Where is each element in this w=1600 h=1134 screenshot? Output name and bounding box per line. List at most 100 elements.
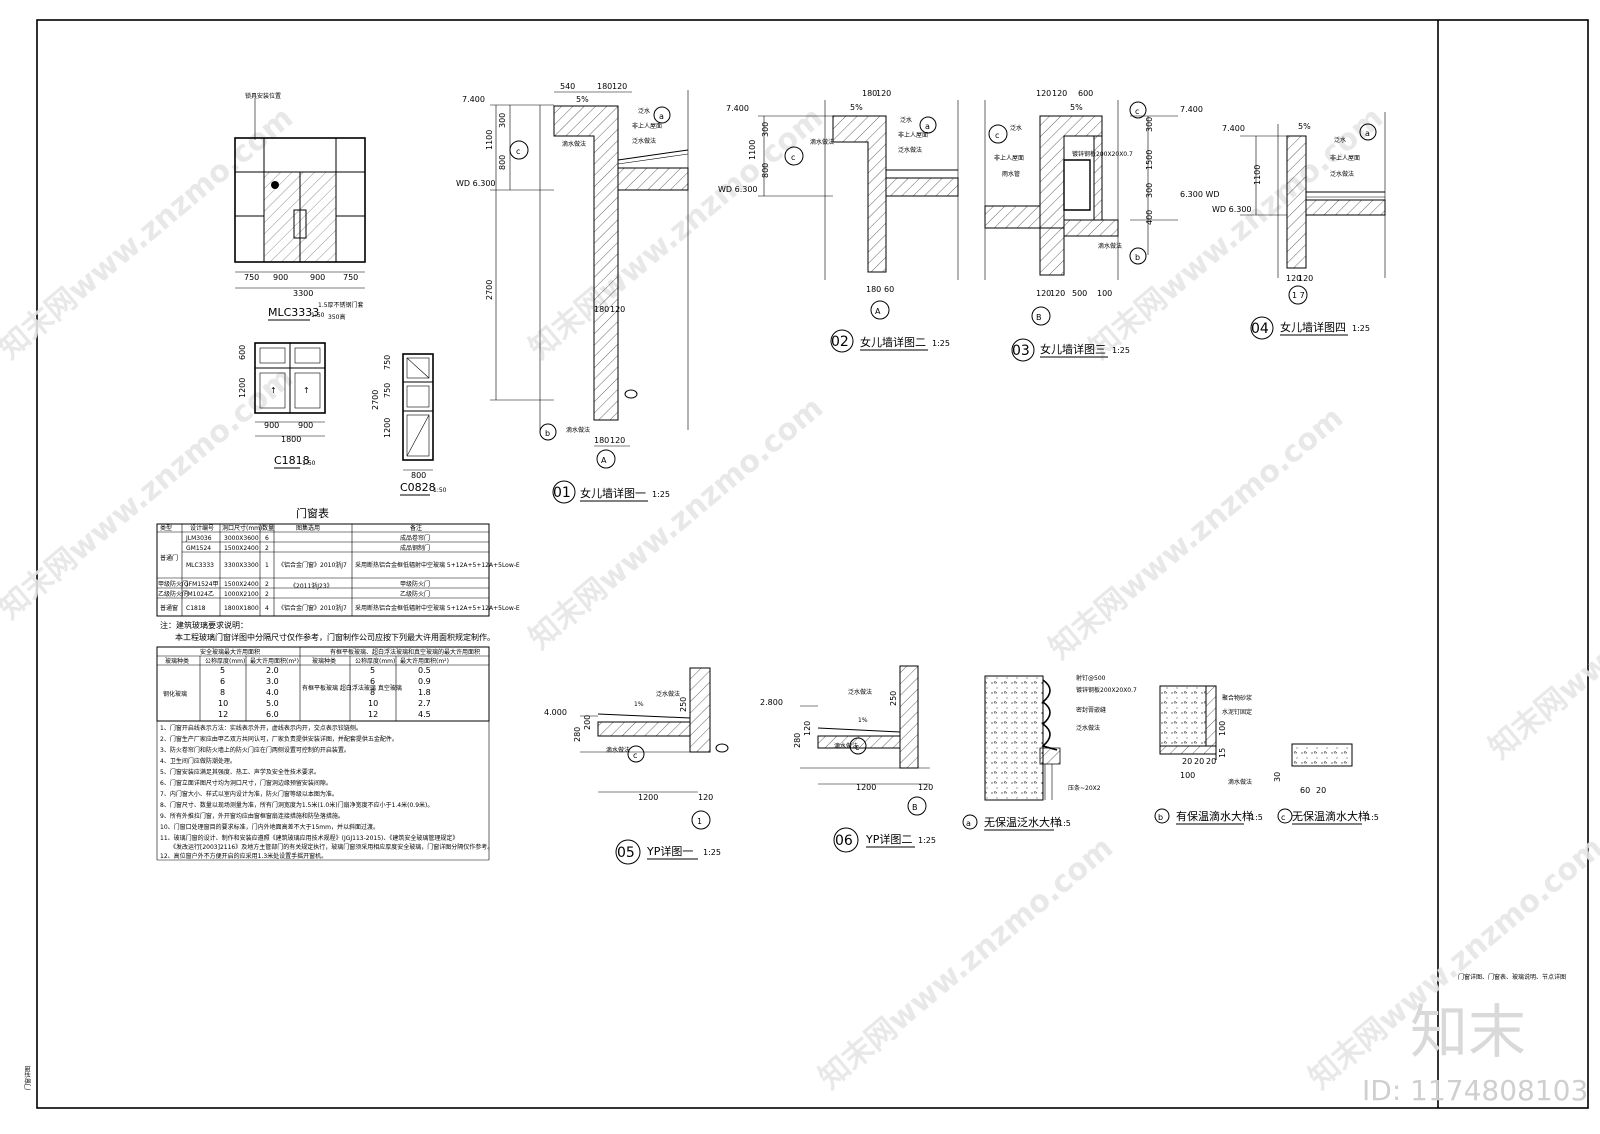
svg-text:1%: 1% bbox=[634, 701, 644, 708]
svg-text:7.400: 7.400 bbox=[726, 104, 749, 113]
svg-text:泛水做法: 泛水做法 bbox=[1076, 724, 1100, 732]
svg-text:成品钢制门: 成品钢制门 bbox=[400, 544, 430, 552]
svg-text:800: 800 bbox=[411, 471, 426, 480]
svg-text:900: 900 bbox=[310, 273, 325, 282]
svg-text:泛水: 泛水 bbox=[1334, 136, 1346, 144]
svg-text:1、门窗开启线表示方法：实线表示外开，虚线表示内开，交点表示: 1、门窗开启线表示方法：实线表示外开，虚线表示内开，交点表示铰链侧。 bbox=[160, 724, 362, 732]
detail-title: 女儿墙详图三 bbox=[1040, 342, 1106, 356]
svg-text:洞口尺寸(mm): 洞口尺寸(mm) bbox=[222, 524, 262, 532]
svg-text:A: A bbox=[875, 307, 881, 316]
detail-number: 03 bbox=[1012, 343, 1030, 359]
svg-text:甲级防火门: 甲级防火门 bbox=[158, 580, 188, 588]
detail-01-parapet: 7.400 WD 6.300 300 800 1100 2700 540 180… bbox=[456, 82, 689, 504]
svg-text:聚合物砂浆: 聚合物砂浆 bbox=[1222, 694, 1252, 702]
svg-text:镀锌钢板200X20X0.7: 镀锌钢板200X20X0.7 bbox=[1076, 686, 1137, 694]
svg-text:10: 10 bbox=[368, 699, 378, 708]
elevation-mlc3333: 锁具安装位置 750 900 900 750 3300 1.5厚不锈钢门套 35… bbox=[234, 92, 366, 321]
svg-text:180: 180 bbox=[866, 285, 881, 294]
svg-text:最大许用面积(m²): 最大许用面积(m²) bbox=[400, 657, 449, 665]
svg-text:350高: 350高 bbox=[328, 313, 345, 321]
svg-text:泛水做法: 泛水做法 bbox=[848, 688, 872, 696]
detail-title: 有保温滴水大样 bbox=[1176, 809, 1253, 823]
svg-text:750: 750 bbox=[383, 383, 392, 398]
svg-text:1000X2100: 1000X2100 bbox=[224, 591, 259, 598]
svg-text:2.800: 2.800 bbox=[760, 698, 783, 707]
svg-text:泛水: 泛水 bbox=[1010, 124, 1022, 132]
svg-text:c: c bbox=[633, 751, 637, 760]
svg-text:20: 20 bbox=[1206, 757, 1216, 766]
svg-text:1:50: 1:50 bbox=[433, 487, 447, 494]
svg-text:800: 800 bbox=[761, 163, 770, 178]
svg-text:泛水做法: 泛水做法 bbox=[632, 137, 656, 145]
svg-text:180: 180 bbox=[597, 82, 612, 91]
svg-text:2.7: 2.7 bbox=[418, 699, 431, 708]
svg-text:滴水做法: 滴水做法 bbox=[834, 742, 858, 750]
detail-title: YP详图二 bbox=[865, 832, 912, 846]
svg-text:GM1524: GM1524 bbox=[186, 545, 211, 552]
svg-text:4: 4 bbox=[265, 605, 269, 612]
svg-text:c: c bbox=[516, 147, 520, 156]
svg-text:a: a bbox=[966, 819, 971, 828]
svg-text:WD 6.300: WD 6.300 bbox=[1212, 205, 1252, 214]
image-id: ID: 1174808103 bbox=[1362, 1074, 1588, 1107]
svg-text:a: a bbox=[1365, 129, 1370, 138]
svg-text:乙级防火门: 乙级防火门 bbox=[400, 590, 430, 598]
svg-text:9、所有外推拉门窗，外开窗均应由窗框窗扇连接措施和防坠落措施: 9、所有外推拉门窗，外开窗均应由窗框窗扇连接措施和防坠落措施。 bbox=[160, 812, 344, 820]
svg-text:120: 120 bbox=[1286, 274, 1301, 283]
svg-text:类型: 类型 bbox=[160, 524, 172, 532]
svg-text:3、防火卷帘门和防火墙上的防火门应在门两侧设置可控制的开启装: 3、防火卷帘门和防火墙上的防火门应在门两侧设置可控制的开启装置。 bbox=[160, 746, 350, 754]
svg-text:1:50: 1:50 bbox=[311, 312, 325, 319]
svg-text:本工程玻璃门窗详图中分隔尺寸仅作参考，门窗制作公司应按下列最: 本工程玻璃门窗详图中分隔尺寸仅作参考，门窗制作公司应按下列最大许用面积规定制作。 bbox=[175, 632, 495, 642]
svg-text:镀锌钢板200X20X0.7: 镀锌钢板200X20X0.7 bbox=[1072, 150, 1133, 158]
svg-text:压条~20X2: 压条~20X2 bbox=[1068, 784, 1101, 792]
svg-text:设计编号: 设计编号 bbox=[190, 524, 214, 532]
svg-text:300: 300 bbox=[1145, 183, 1154, 198]
svg-text:成品卷帘门: 成品卷帘门 bbox=[400, 534, 430, 542]
svg-text:有框平板玻璃 超白浮法玻璃 真空玻璃: 有框平板玻璃 超白浮法玻璃 真空玻璃 bbox=[302, 684, 402, 692]
svg-text:WD 6.300: WD 6.300 bbox=[456, 179, 496, 188]
svg-text:图集选用: 图集选用 bbox=[296, 524, 320, 532]
svg-text:1:25: 1:25 bbox=[1352, 324, 1370, 333]
svg-text:2700: 2700 bbox=[371, 390, 380, 410]
svg-text:750: 750 bbox=[343, 273, 358, 282]
svg-text:锁具安装位置: 锁具安装位置 bbox=[245, 92, 281, 100]
svg-text:滴水做法: 滴水做法 bbox=[566, 426, 590, 434]
detail-number: 01 bbox=[553, 485, 571, 501]
svg-text:非上人屋面: 非上人屋面 bbox=[1330, 154, 1360, 162]
svg-text:A: A bbox=[601, 456, 607, 465]
svg-text:水泥钉固定: 水泥钉固定 bbox=[1222, 708, 1252, 716]
svg-text:滴水做法: 滴水做法 bbox=[810, 138, 834, 146]
svg-text:1%: 1% bbox=[858, 717, 868, 724]
svg-text:1:5: 1:5 bbox=[1058, 819, 1071, 828]
svg-text:120: 120 bbox=[610, 305, 625, 314]
svg-text:6.0: 6.0 bbox=[266, 710, 279, 719]
svg-text:60: 60 bbox=[884, 285, 894, 294]
svg-text:400: 400 bbox=[1145, 210, 1154, 225]
svg-text:8: 8 bbox=[370, 688, 375, 697]
svg-text:a: a bbox=[659, 112, 664, 121]
svg-text:120: 120 bbox=[698, 793, 713, 802]
svg-text:1 7: 1 7 bbox=[1292, 291, 1305, 300]
door-window-table: 门窗表 类型 设计编号 洞口尺寸(mm) 数量 图集选用 备注 JLM3036 … bbox=[156, 506, 520, 861]
svg-text:800: 800 bbox=[498, 155, 507, 170]
svg-text:1:25: 1:25 bbox=[932, 339, 950, 348]
svg-text:6: 6 bbox=[220, 677, 225, 686]
table-title: 门窗表 bbox=[296, 506, 329, 520]
svg-text:3000X3600: 3000X3600 bbox=[224, 535, 259, 542]
svg-text:1200: 1200 bbox=[238, 378, 247, 398]
svg-text:300: 300 bbox=[498, 113, 507, 128]
watermark: 知末网www.znzmo.com bbox=[1043, 400, 1350, 666]
svg-text:c: c bbox=[995, 131, 999, 140]
elevation-label: MLC3333 bbox=[268, 306, 319, 319]
svg-text:5.0: 5.0 bbox=[266, 699, 279, 708]
detail-number: 02 bbox=[831, 334, 849, 350]
svg-text:1.8: 1.8 bbox=[418, 688, 431, 697]
svg-text:采用断热铝合金框低辐射中空玻璃 5+12A+5+12A+5L: 采用断热铝合金框低辐射中空玻璃 5+12A+5+12A+5Low-E bbox=[355, 604, 520, 612]
svg-text:注：建筑玻璃要求说明：: 注：建筑玻璃要求说明： bbox=[160, 620, 248, 630]
svg-text:3300: 3300 bbox=[293, 289, 313, 298]
svg-text:4.000: 4.000 bbox=[544, 708, 567, 717]
svg-text:300: 300 bbox=[761, 122, 770, 137]
svg-text:15: 15 bbox=[1218, 748, 1227, 758]
detail-02-parapet: 7.400 WD 6.300 300 800 1100 180 120 5% 1… bbox=[718, 89, 959, 353]
